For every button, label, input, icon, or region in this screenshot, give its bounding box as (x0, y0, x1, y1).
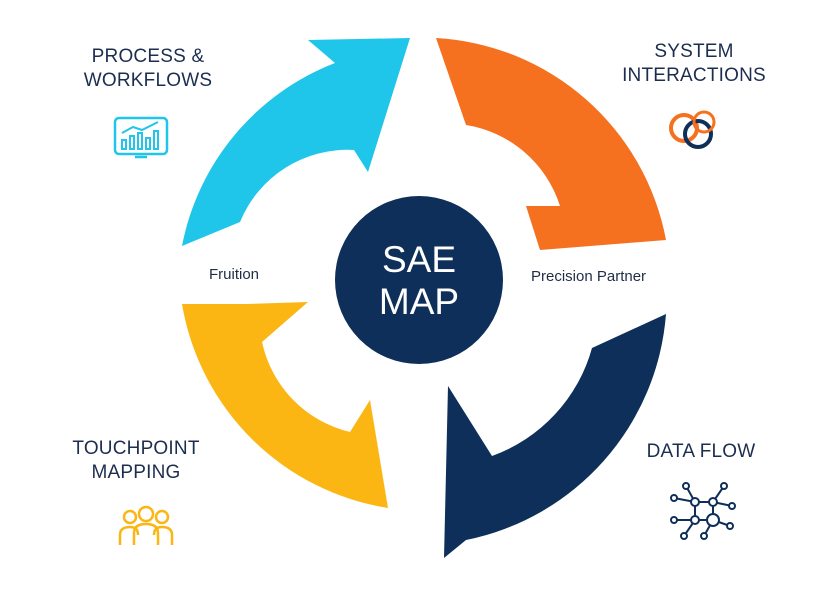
side-label-left: Fruition (209, 266, 260, 283)
quadrant-title-touchpoint-mapping: TOUCHPOINT MAPPING (56, 437, 216, 485)
system-line2: INTERACTIONS (622, 65, 766, 86)
quadrant-title-system-interactions: SYSTEM INTERACTIONS (604, 40, 784, 88)
navy-dataflow-arc (444, 314, 666, 558)
orange-system-arc (436, 38, 666, 250)
process-line1: PROCESS & (91, 46, 205, 67)
chart-monitor-icon (113, 116, 169, 165)
center-title-line2: MAP (378, 281, 460, 322)
quadrant-title-data-flow: DATA FLOW (626, 440, 776, 464)
side-label-right: Precision Partner (531, 268, 647, 285)
center-circle (335, 196, 503, 364)
center-title-line1: SAE (381, 239, 457, 280)
system-line1: SYSTEM (654, 41, 734, 62)
people-group-icon (116, 505, 176, 554)
dataflow-line1: DATA FLOW (646, 441, 756, 462)
quadrant-title-process-workflows: PROCESS & WORKFLOWS (68, 45, 228, 93)
touchpoint-line2: MAPPING (91, 462, 181, 483)
cyan-process-arc (182, 38, 410, 246)
process-line2: WORKFLOWS (83, 70, 213, 91)
interlocking-rings-icon (666, 106, 722, 161)
network-nodes-icon (668, 480, 738, 547)
touchpoint-line1: TOUCHPOINT (72, 438, 200, 459)
yellow-touchpoint-arc (182, 302, 388, 508)
